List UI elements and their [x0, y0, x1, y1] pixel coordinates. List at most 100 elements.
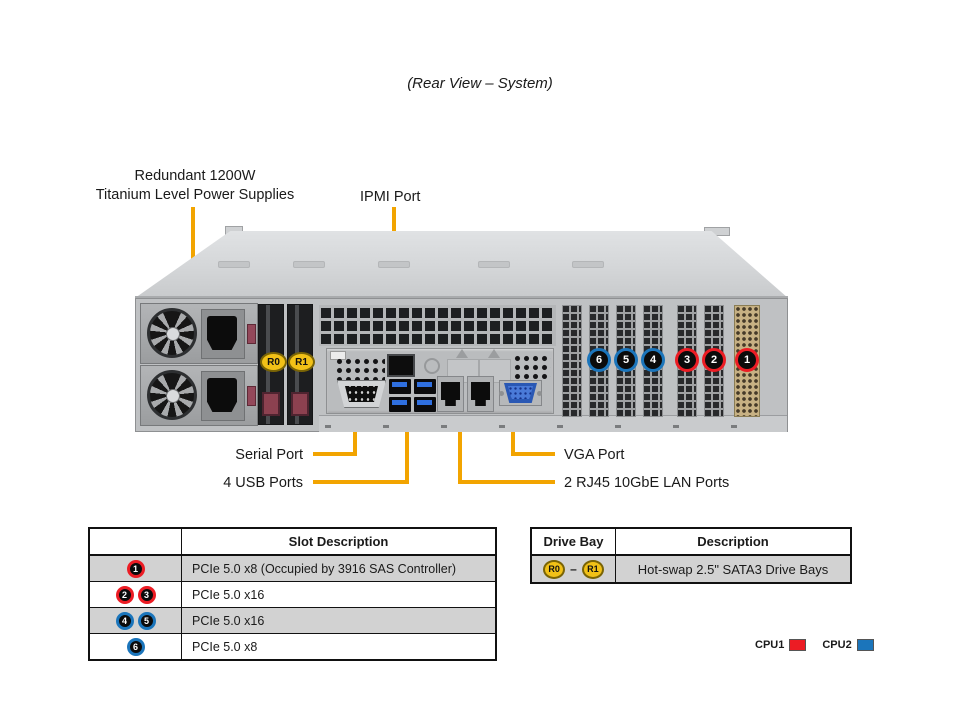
usb-ports: [389, 379, 436, 412]
io-panel: [326, 348, 554, 414]
psu-fan-icon: [147, 308, 197, 358]
lan-cutout-2: [479, 359, 511, 383]
slot-badge-3: 3: [675, 348, 699, 372]
panel-bottom-rail: [319, 415, 787, 432]
psu-1: [140, 303, 258, 364]
slot-badge-1: 1: [735, 348, 759, 372]
description-header: Description: [697, 534, 769, 549]
slot-6: 6: [587, 305, 611, 417]
table-row: 2 3 PCIe 5.0 x16: [90, 581, 495, 607]
slot-table: Slot Description 1 PCIe 5.0 x8 (Occupied…: [88, 527, 497, 661]
bay-badge-r1: R1: [288, 352, 315, 372]
slot-2: 2: [702, 305, 726, 417]
slot-badge-5: 5: [614, 348, 638, 372]
ipmi-callout-label: IPMI Port: [360, 189, 421, 205]
psu-2: [140, 365, 258, 426]
serial-callout-line-h: [313, 452, 357, 456]
slot-badge-3: 3: [137, 585, 156, 604]
slot-table-header-empty: [90, 529, 182, 554]
ipmi-port: [387, 354, 415, 377]
drive-table-header-row: Drive Bay Description: [532, 529, 850, 554]
psu-fan-icon: [147, 370, 197, 420]
page-title: (Rear View – System): [407, 75, 553, 92]
bay-latch: [262, 392, 280, 416]
slot-3: 3: [675, 305, 699, 417]
slot-badge-6: 6: [126, 637, 145, 656]
bay-latch: [291, 392, 309, 416]
io-vent-left: [335, 357, 385, 382]
slot-1-occupied: 1: [734, 305, 760, 417]
slot-badge-4: 4: [115, 611, 134, 630]
usb-callout-line-h: [313, 480, 409, 484]
slot-table-header: Slot Description: [288, 534, 389, 549]
slot-badge-5: 5: [137, 611, 156, 630]
rear-panel: R0 R1: [135, 298, 788, 432]
cpu2-swatch: [856, 639, 874, 651]
psu-latch: [247, 324, 256, 344]
psu-callout-label: Redundant 1200W Titanium Level Power Sup…: [58, 167, 332, 205]
ac-inlet: [207, 378, 237, 412]
lid-latch: [293, 261, 325, 268]
psu-area: [140, 303, 258, 427]
lid-latch: [378, 261, 410, 268]
cpu1-swatch: [789, 639, 807, 651]
slot-badge-6: 6: [587, 348, 611, 372]
bay-badge-r1: R1: [581, 559, 604, 579]
serial-port: [337, 380, 386, 408]
ac-inlet-plate: [201, 309, 245, 359]
table-row: 1 PCIe 5.0 x8 (Occupied by 3916 SAS Cont…: [90, 554, 495, 581]
psu-callout-line2: Titanium Level Power Supplies: [95, 187, 295, 203]
slot-desc-cell: PCIe 5.0 x16: [192, 613, 265, 628]
serial-callout-line-v: [353, 414, 357, 456]
table-row: R0 – R1 Hot-swap 2.5" SATA3 Drive Bays: [532, 554, 850, 582]
lan-callout-label: 2 RJ45 10GbE LAN Ports: [564, 475, 730, 491]
slot-badge-1: 1: [126, 559, 145, 578]
lock-slot-icon: [424, 358, 440, 374]
drive-bay-table: Drive Bay Description R0 – R1 Hot-swap 2…: [530, 527, 852, 584]
lid-latch: [478, 261, 510, 268]
chassis-seam: [135, 296, 788, 298]
usb-port: [389, 379, 411, 394]
bay-badge-r0: R0: [543, 559, 566, 579]
up-triangle-icon: [488, 349, 500, 358]
ac-inlet: [207, 316, 237, 350]
slot-badge-2: 2: [702, 348, 726, 372]
slot-badge-2: 2: [115, 585, 134, 604]
up-triangle-icon: [456, 349, 468, 358]
table-row: 4 5 PCIe 5.0 x16: [90, 607, 495, 633]
ac-inlet-plate: [201, 371, 245, 421]
usb-port: [389, 397, 411, 412]
vent-grid: [319, 305, 556, 346]
slot-4: 4: [641, 305, 665, 417]
slot-blank: [562, 305, 582, 417]
lan-port-1: [437, 376, 464, 412]
cpu1-label: CPU1: [755, 639, 785, 651]
drive-bay-header: Drive Bay: [532, 529, 616, 554]
usb-port: [414, 397, 436, 412]
slot-badge-4: 4: [641, 348, 665, 372]
lid-latch: [218, 261, 250, 268]
usb-callout-line-v: [405, 414, 409, 484]
cpu-legend: CPU1 CPU2: [755, 639, 874, 651]
range-dash: –: [570, 562, 577, 576]
slot-desc-cell: PCIe 5.0 x8: [192, 639, 258, 654]
psu-callout-line1: Redundant 1200W: [134, 168, 256, 184]
lid-latch: [572, 261, 604, 268]
slot-desc-cell: PCIe 5.0 x16: [192, 587, 265, 602]
serial-pins: [345, 386, 378, 402]
vga-callout-line-h: [511, 452, 555, 456]
vga-callout-line-v: [511, 414, 515, 456]
table-row: 6 PCIe 5.0 x8: [90, 633, 495, 659]
slot-desc-cell: PCIe 5.0 x8 (Occupied by 3916 SAS Contro…: [192, 561, 457, 576]
lan-callout-line-h: [458, 480, 555, 484]
usb-callout-label: 4 USB Ports: [223, 475, 303, 491]
slot-5: 5: [614, 305, 638, 417]
lan-callout-line-v: [458, 414, 462, 484]
slot-table-header-row: Slot Description: [90, 529, 495, 554]
io-vent-right: [513, 354, 551, 379]
usb-port: [414, 379, 436, 394]
lan-port-2: [467, 376, 494, 412]
bay-badge-r0: R0: [260, 352, 287, 372]
serial-callout-label: Serial Port: [235, 447, 303, 463]
